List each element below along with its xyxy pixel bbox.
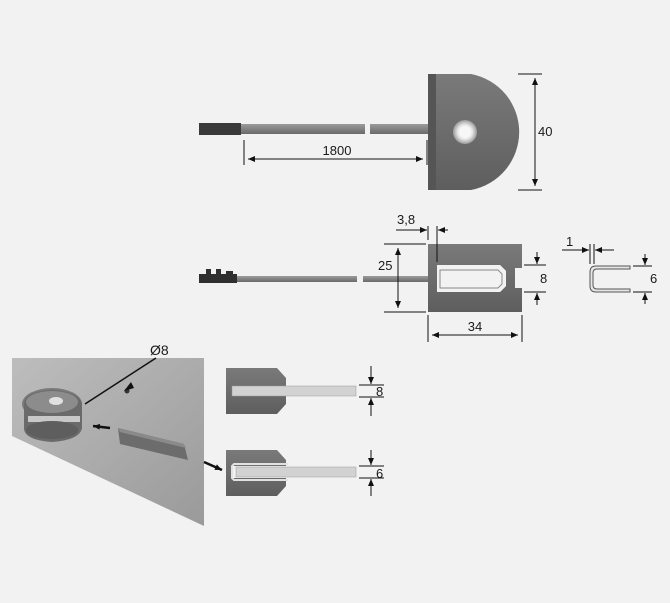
clamp-body-edge (428, 74, 436, 190)
glass-installation: Ø8 (12, 342, 223, 526)
insert-strip-3d (118, 428, 188, 460)
cable-segment (370, 124, 428, 134)
rubber-insert (589, 265, 631, 293)
clamp-body-side (428, 244, 522, 312)
dimension-bolt-diameter: Ø8 (150, 342, 169, 358)
dimension-height-25: 25 (378, 258, 392, 273)
dimension-slot-8: 8 (540, 271, 547, 286)
dimension-cable-length: 1800 (323, 143, 352, 158)
cable-segment (241, 124, 365, 134)
dimension-insert-height: 6 (650, 271, 657, 286)
clamp-body-detail (226, 450, 286, 496)
detail-upper: 8 (226, 366, 384, 416)
cable-segment (237, 276, 357, 282)
arrow-icon (203, 460, 223, 472)
rubber-insert (231, 463, 288, 481)
cable-connector (199, 123, 241, 135)
arrow-icon (92, 423, 111, 430)
cable-plug (199, 274, 237, 283)
dimension-plate-depth: 3,8 (397, 212, 415, 227)
side-view: 3,8 25 8 34 (199, 212, 547, 342)
dimension-detail-6: 6 (376, 466, 383, 481)
dimension-detail-8: 8 (376, 384, 383, 399)
cable-segment (363, 276, 429, 282)
clamp-body-detail (226, 368, 286, 414)
dimension-width-34: 34 (468, 319, 482, 334)
insert-detail: 1 6 (562, 234, 657, 304)
leader-line (84, 357, 157, 405)
dimension-height-40: 40 (538, 124, 552, 139)
glass-strip (235, 466, 357, 478)
detail-lower: 6 (226, 450, 384, 496)
top-view: 1800 40 (199, 73, 552, 191)
dimension-insert-thickness: 1 (566, 234, 573, 249)
glass-strip (231, 385, 357, 397)
